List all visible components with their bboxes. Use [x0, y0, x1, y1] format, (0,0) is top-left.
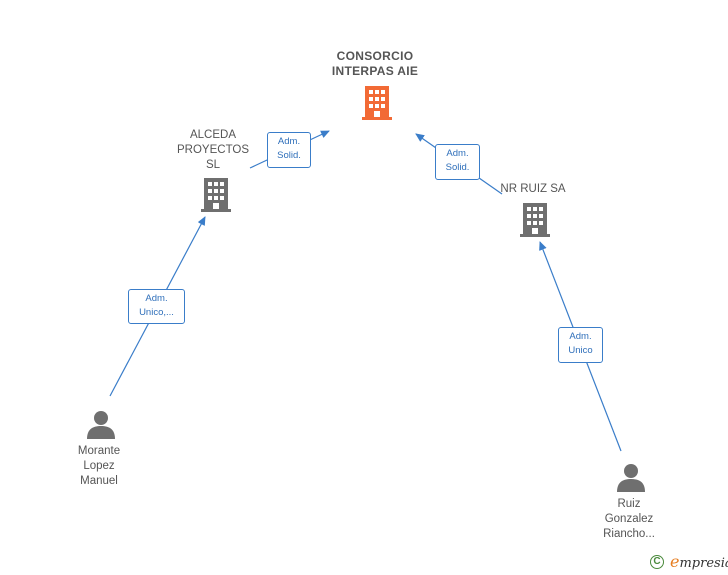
- edge-label-ruiz-nrruiz[interactable]: Adm. Unico: [558, 327, 603, 363]
- building-icon[interactable]: [362, 86, 392, 120]
- edge-label-alceda-main[interactable]: Adm. Solid.: [267, 132, 311, 168]
- brand-logo: empresia: [670, 552, 728, 571]
- alceda-company-label[interactable]: ALCEDA PROYECTOS SL: [177, 129, 249, 171]
- person-icon[interactable]: [616, 462, 646, 492]
- edge-label-morante-alceda[interactable]: Adm. Unico,...: [128, 289, 185, 324]
- morante-person-label[interactable]: Morante Lopez Manuel: [77, 445, 121, 487]
- main-company-label[interactable]: CONSORCIO INTERPAS AIE: [331, 49, 419, 78]
- copyright-icon: C: [650, 555, 664, 569]
- person-icon[interactable]: [86, 409, 116, 439]
- brand-logo-initial: e: [670, 552, 680, 571]
- brand-logo-rest: mpresia: [679, 556, 728, 571]
- building-icon[interactable]: [520, 203, 550, 237]
- building-icon[interactable]: [201, 178, 231, 212]
- ruiz-person-label[interactable]: Ruiz Gonzalez Riancho...: [603, 498, 655, 540]
- nrruiz-company-label[interactable]: NR RUIZ SA: [500, 183, 566, 195]
- edge-label-nrruiz-main[interactable]: Adm. Solid.: [435, 144, 480, 180]
